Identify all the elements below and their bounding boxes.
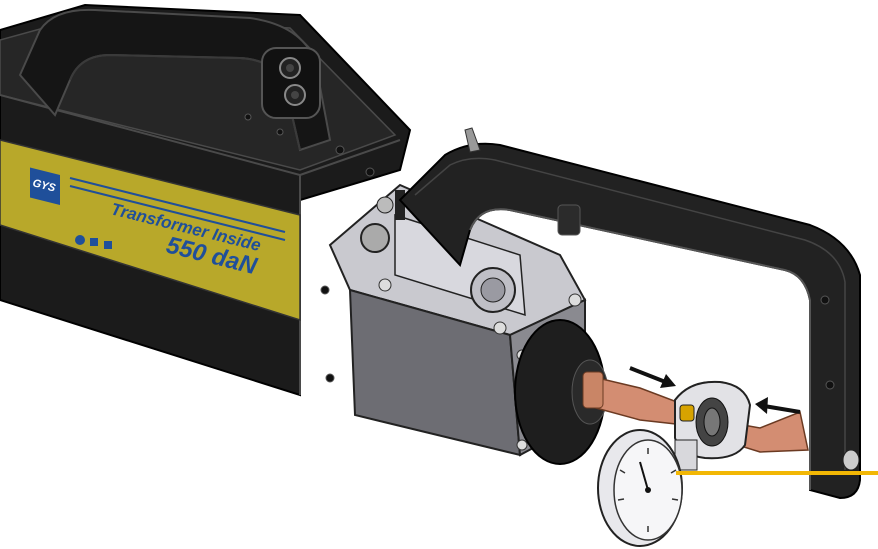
label-plate: GYS Transformer Inside 550 daN xyxy=(0,139,301,322)
brand-text: GYS xyxy=(31,177,57,194)
force-sensor-clamp xyxy=(674,380,752,460)
c-arm xyxy=(398,127,861,500)
pressure-gauge-icon xyxy=(597,429,698,547)
force-arrow-icon xyxy=(629,366,676,388)
certification-icons xyxy=(75,235,112,249)
force-arrow-icon xyxy=(755,397,801,414)
control-buttons-icon xyxy=(261,47,321,119)
